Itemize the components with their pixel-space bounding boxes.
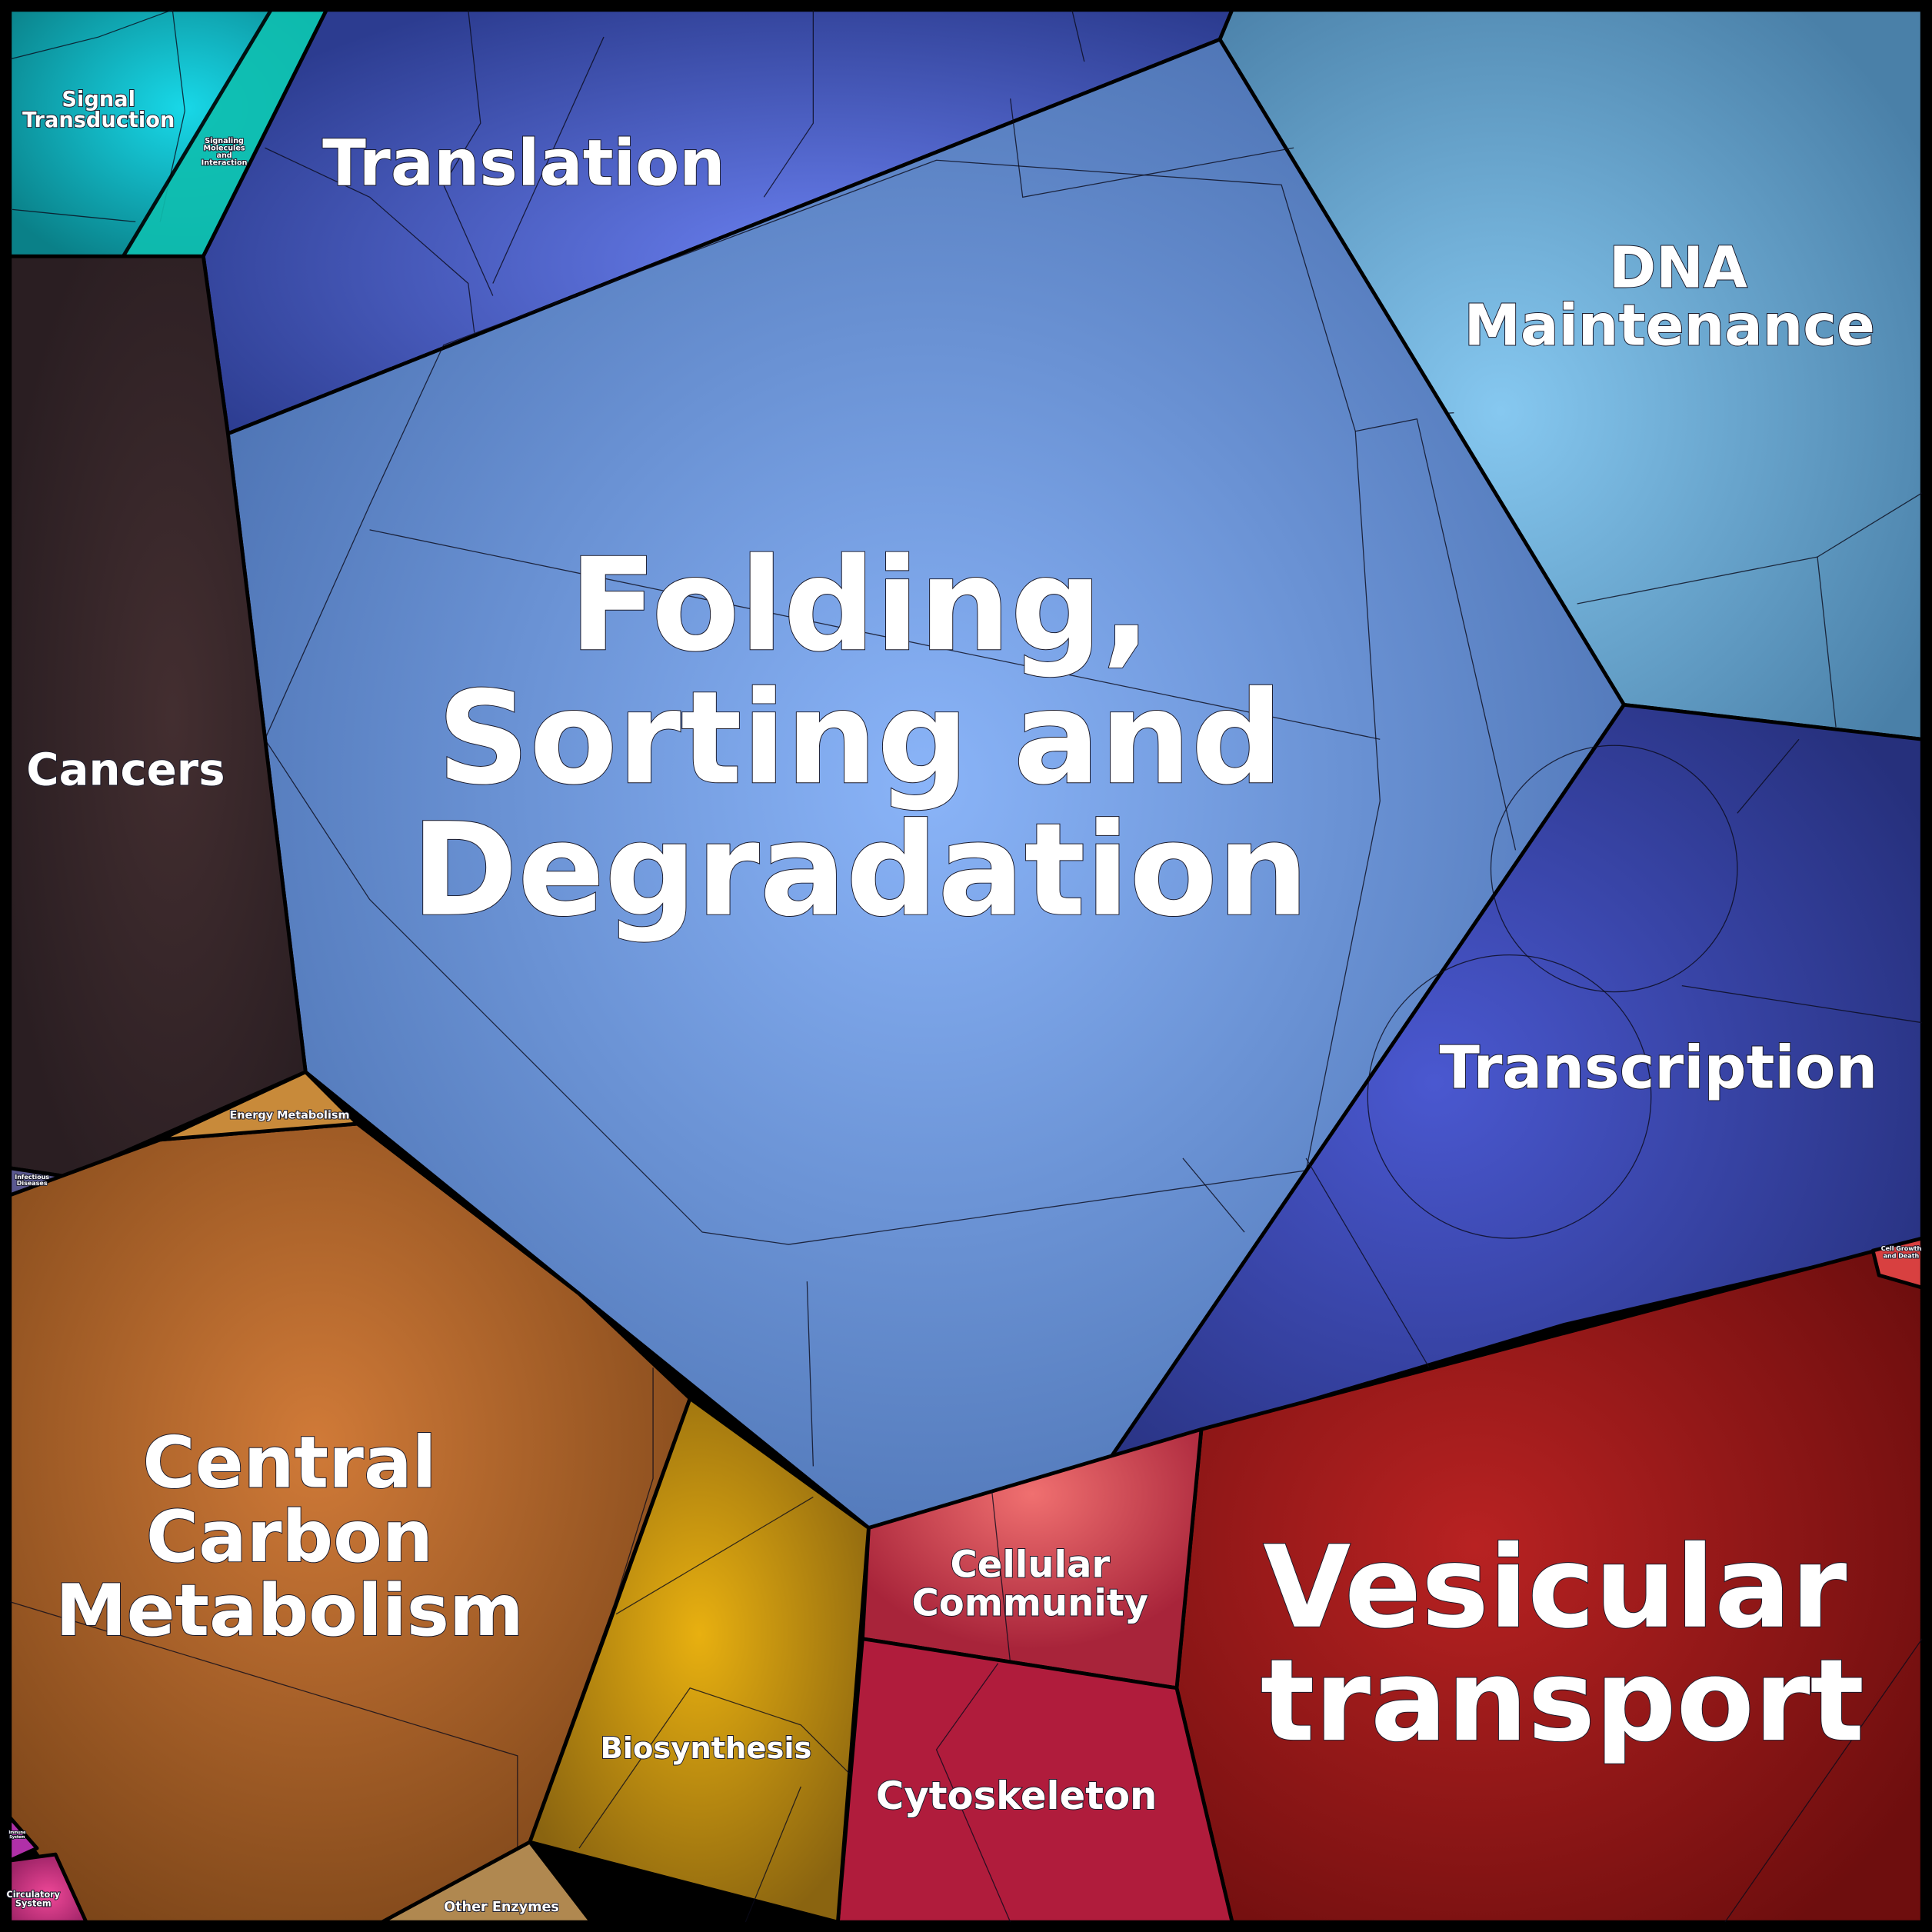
label-folding-3: Degradation [411,796,1309,945]
label-folding-1: Folding, [569,531,1151,680]
label-immune-1: Immune [8,1830,26,1835]
label-circulatory-1: Circulatory [7,1890,61,1900]
label-immune-2: System [9,1835,25,1840]
label-cell-growth-1: Cell Growth [1881,1245,1922,1252]
label-signal-transduction-1: Signal [62,88,135,112]
label-cellular-community-2: Community [912,1581,1149,1624]
label-circulatory-2: System [15,1898,52,1908]
label-energy-metabolism: Energy Metabolism [229,1110,349,1122]
region-transcription[interactable] [1107,702,1924,1462]
label-infectious-1: Infectious [15,1174,49,1181]
label-vesicular-1: Vesicular [1263,1521,1847,1654]
label-biosynthesis: Biosynthesis [601,1731,812,1766]
label-other-enzymes: Other Enzymes [444,1900,559,1915]
label-signaling-2: Molecules [204,144,245,152]
label-infectious-2: Diseases [17,1180,48,1187]
label-translation: Translation [322,125,725,200]
region-biosynthesis[interactable] [528,1396,871,1924]
label-signal-transduction-2: Transduction [22,108,175,132]
label-ccm-1: Central [142,1421,436,1504]
label-ccm-2: Carbon [146,1495,433,1578]
label-cytoskeleton: Cytoskeleton [876,1774,1158,1818]
label-transcription: Transcription [1439,1034,1877,1103]
label-ccm-3: Metabolism [55,1569,524,1652]
region-energy-metabolism[interactable] [158,1070,359,1142]
label-cancers: Cancers [26,743,225,795]
label-vesicular-2: transport [1261,1634,1864,1767]
label-dna-1: DNA [1609,235,1747,301]
label-folding-2: Sorting and [437,664,1283,813]
label-dna-2: Maintenance [1464,294,1875,359]
label-signaling-1: Signaling [205,137,244,145]
label-cellular-community-1: Cellular [951,1544,1111,1587]
label-signaling-3: and [216,152,232,160]
label-cell-growth-2: and Death [1884,1253,1920,1260]
label-signaling-4: Interaction [202,159,248,168]
